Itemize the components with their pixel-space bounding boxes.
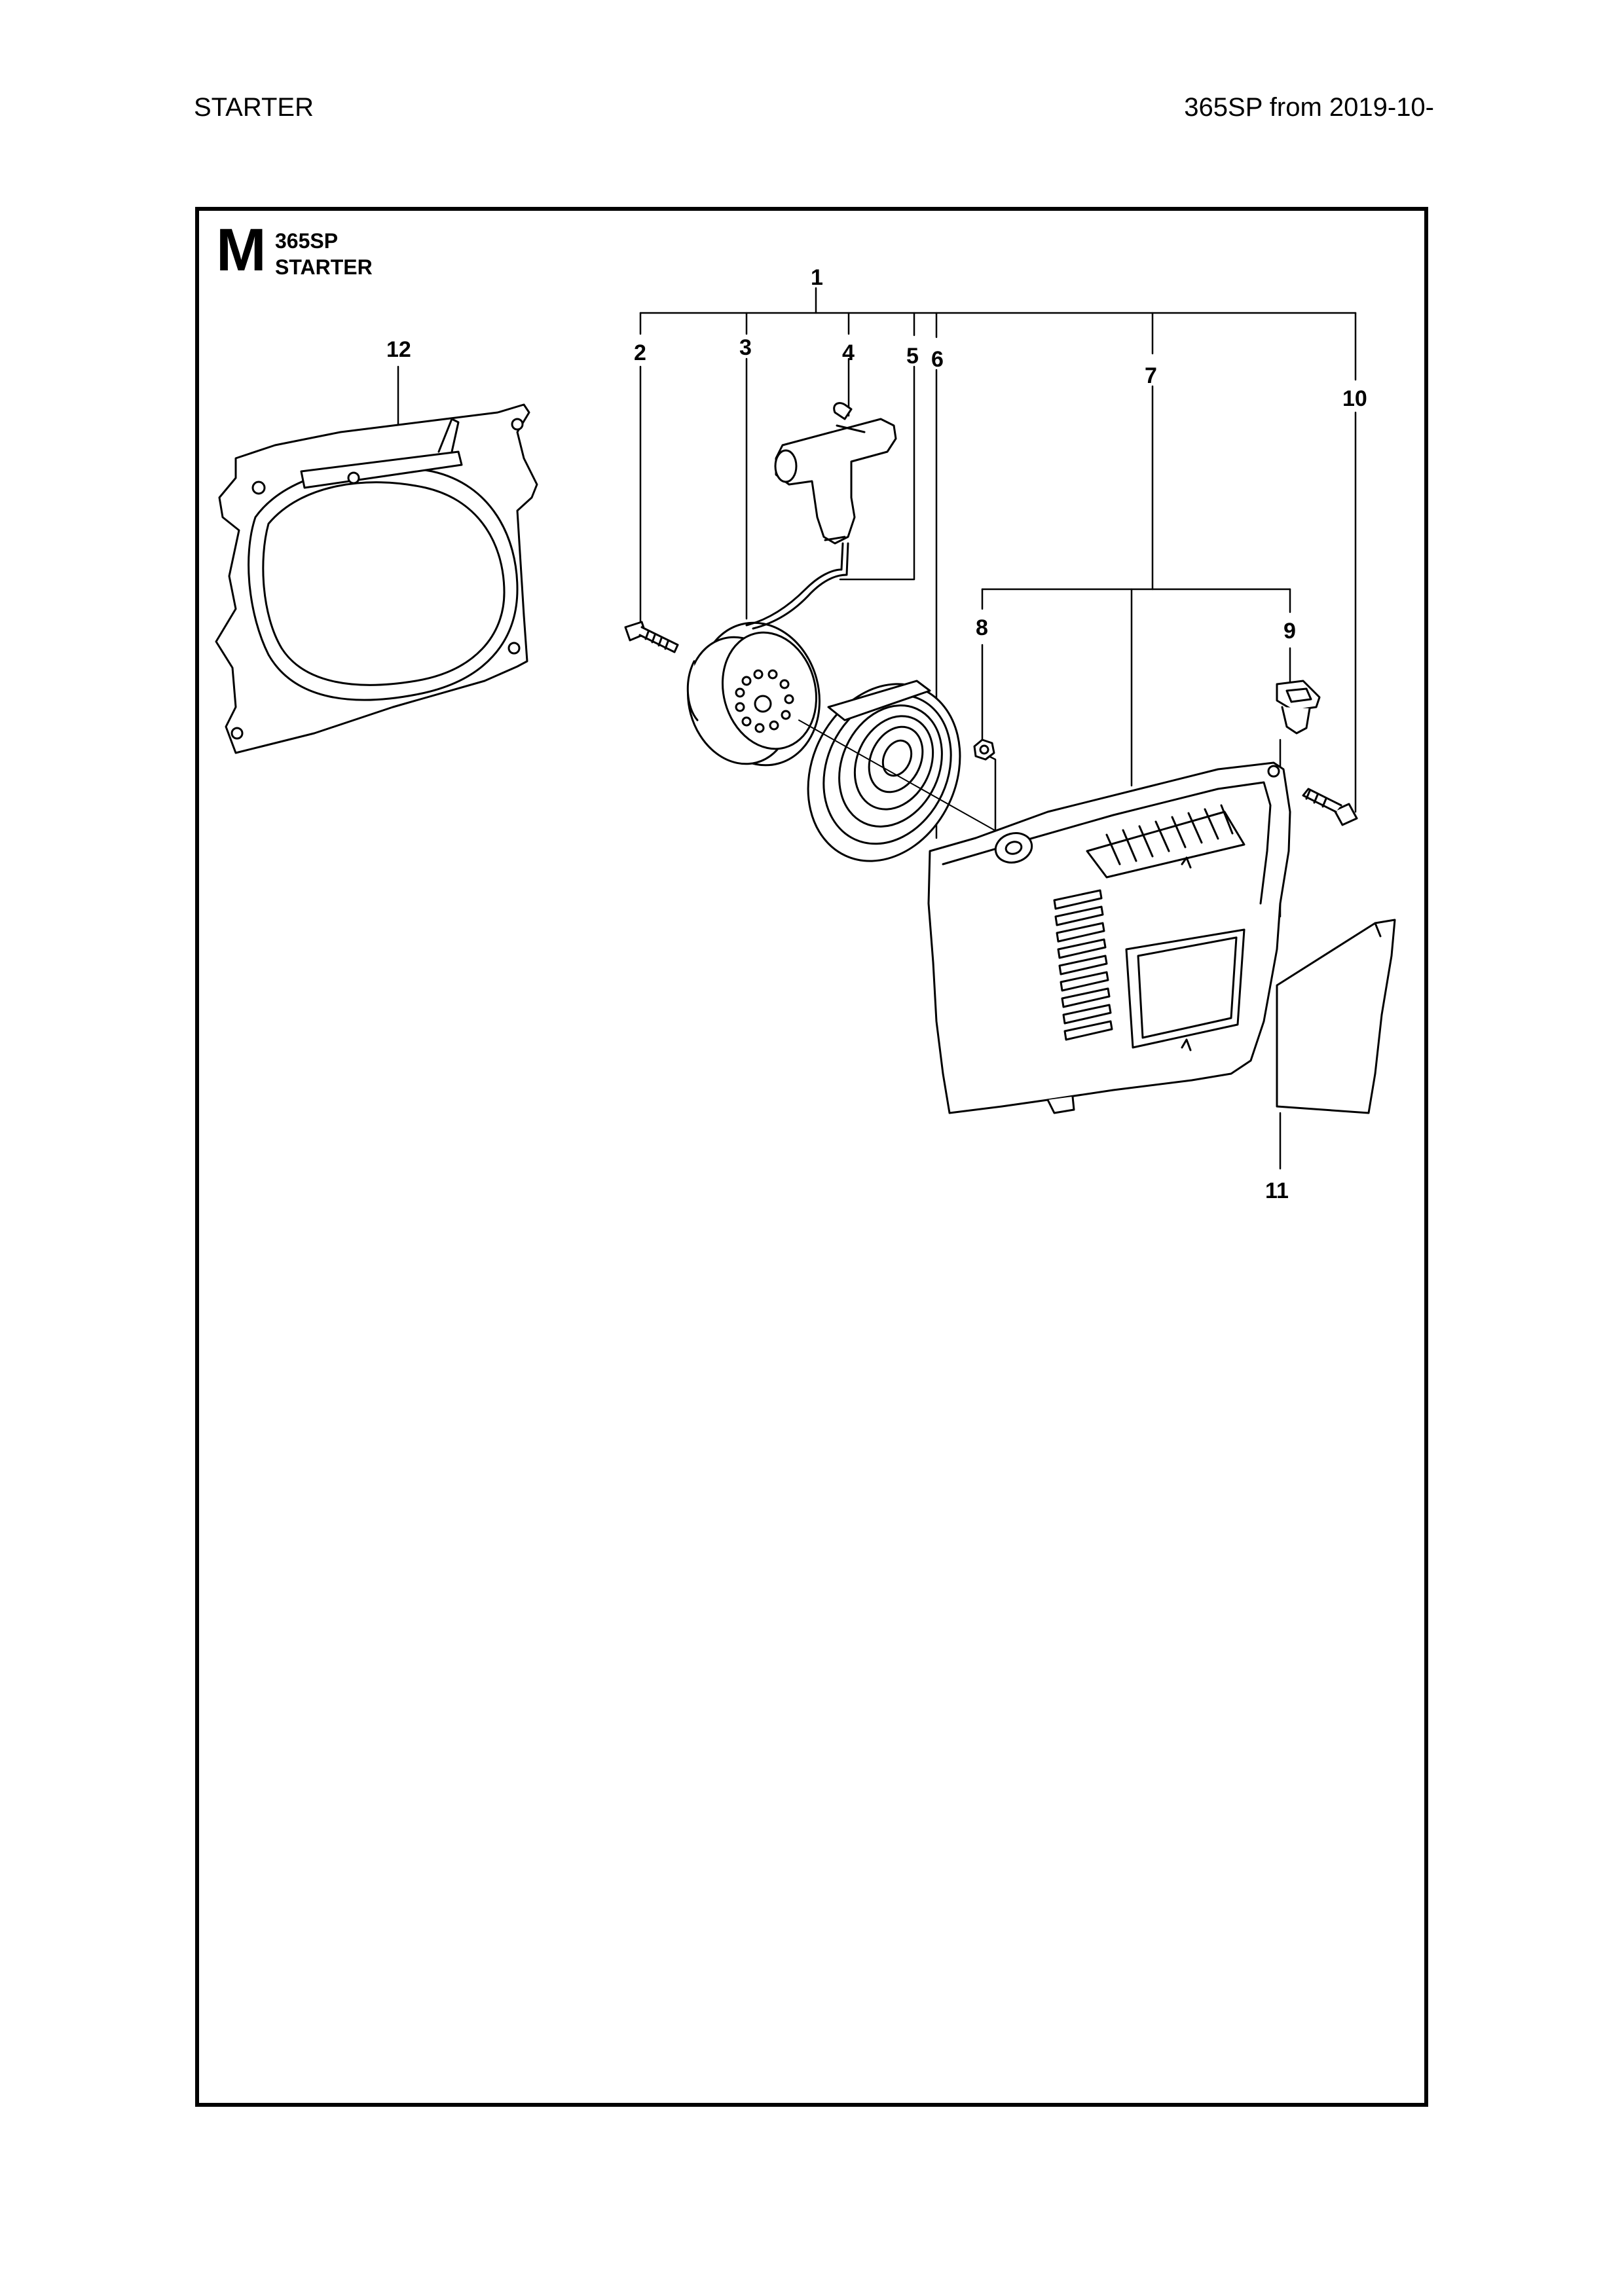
callout-11: 11 (1265, 1178, 1289, 1203)
callout-7: 7 (1145, 363, 1157, 388)
part-8-nut (973, 738, 995, 761)
part-10-screw (1302, 788, 1358, 826)
callout-6: 6 (931, 347, 944, 372)
callout-12: 12 (386, 337, 411, 362)
callout-1: 1 (811, 265, 823, 290)
callout-3: 3 (739, 335, 752, 360)
page-header-right: 365SP from 2019-10- (1184, 93, 1434, 122)
page-header-left: STARTER (194, 93, 314, 122)
assembly-axis (798, 720, 1009, 839)
section-model: 365SP (275, 229, 339, 253)
callout-8: 8 (976, 615, 988, 640)
callout-10: 10 (1342, 386, 1367, 411)
part-6-recoil-spring (807, 680, 961, 862)
part-3-rope-pulley (686, 621, 821, 767)
callout-4: 4 (842, 340, 855, 365)
section-name: STARTER (275, 255, 373, 279)
callout-labels: 1 2 3 4 5 6 7 8 9 10 11 12 (386, 265, 1367, 1203)
callout-9: 9 (1283, 619, 1296, 644)
diagram-frame (195, 207, 1428, 2107)
part-2-screw (624, 621, 679, 653)
callout-5: 5 (906, 344, 919, 369)
part-4-starter-handle (774, 402, 897, 545)
part-12-fan-housing (215, 403, 538, 754)
section-letter: M (216, 217, 267, 283)
starter-rope (745, 542, 844, 627)
part-9-clip (1276, 680, 1321, 735)
part-11-decal (1276, 919, 1396, 1114)
part-7-starter-cover (927, 761, 1291, 1114)
callout-2: 2 (634, 340, 646, 365)
